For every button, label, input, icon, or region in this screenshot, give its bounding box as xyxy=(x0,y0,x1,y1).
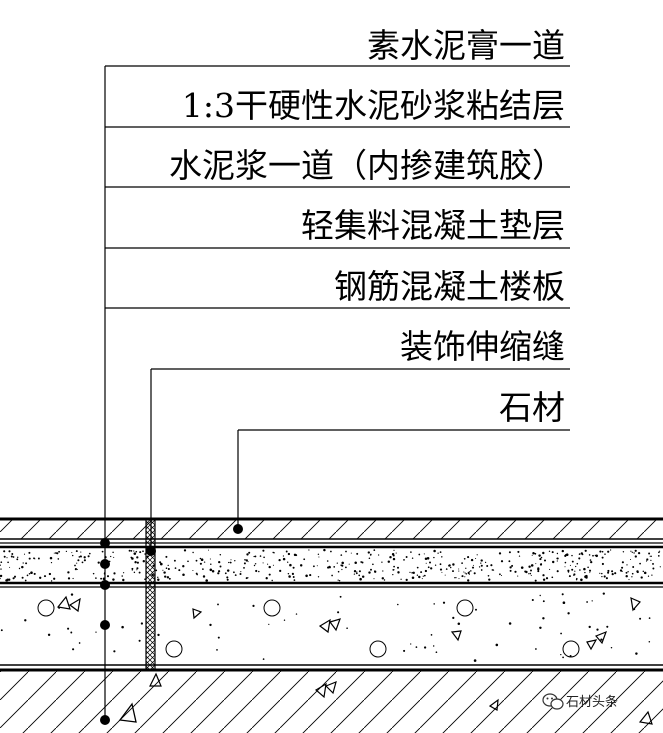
label-cement-slurry: 水泥浆一道（内掺建筑胶） xyxy=(169,146,565,185)
expansion-joint xyxy=(145,518,156,671)
mortar-layer xyxy=(0,548,661,582)
label-expansion-joint: 装饰伸缩缝 xyxy=(400,327,565,366)
label-stone: 石材 xyxy=(499,388,565,427)
label-cement-paste: 素水泥膏一道 xyxy=(367,26,565,65)
section-layers xyxy=(0,517,663,733)
rc-slab-layer xyxy=(0,671,663,733)
leader-dots xyxy=(100,524,243,725)
label-lightweight-concrete: 轻集料混凝土垫层 xyxy=(301,206,565,245)
label-bonding-mortar: 1:3干硬性水泥砂浆粘结层 xyxy=(182,86,565,125)
stone-layer xyxy=(0,519,663,539)
watermark: 石材头条 xyxy=(542,693,618,710)
watermark-text: 石材头条 xyxy=(566,694,618,710)
callout-labels: 素水泥膏一道 1:3干硬性水泥砂浆粘结层 水泥浆一道（内掺建筑胶） 轻集料混凝土… xyxy=(105,26,570,431)
label-rc-slab: 钢筋混凝土楼板 xyxy=(334,267,565,306)
concrete-layer xyxy=(0,592,651,662)
wechat-icon xyxy=(542,693,564,710)
